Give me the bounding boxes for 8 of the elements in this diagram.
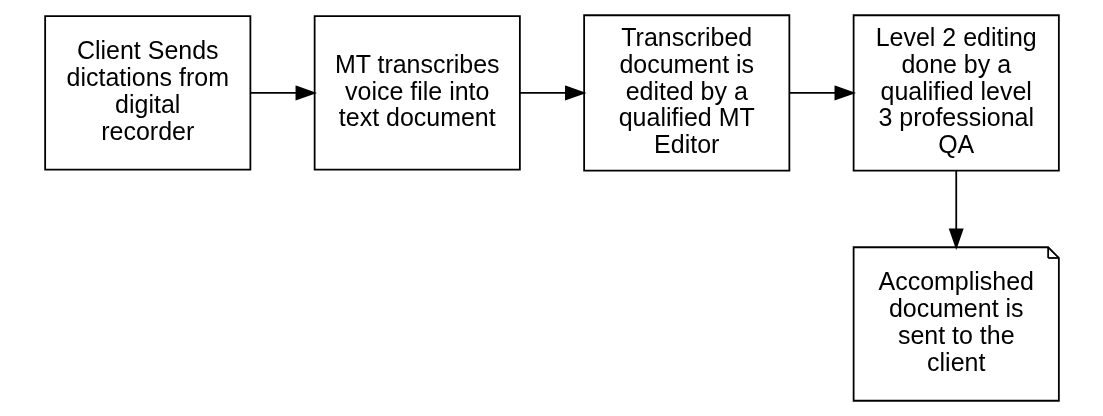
arrow — [788, 85, 856, 101]
arrow — [948, 170, 964, 250]
node-box: MT transcribes voice file into text document — [313, 15, 521, 171]
arrow — [518, 85, 586, 101]
node-box: Client Sends dictations from digital recorder — [43, 15, 251, 171]
arrow — [249, 85, 317, 101]
node-box: Transcribed document is edited by a qualified MT Editor — [582, 14, 790, 172]
node-box: Level 2 editing done by a qualified level 3 professional QA — [852, 14, 1060, 172]
